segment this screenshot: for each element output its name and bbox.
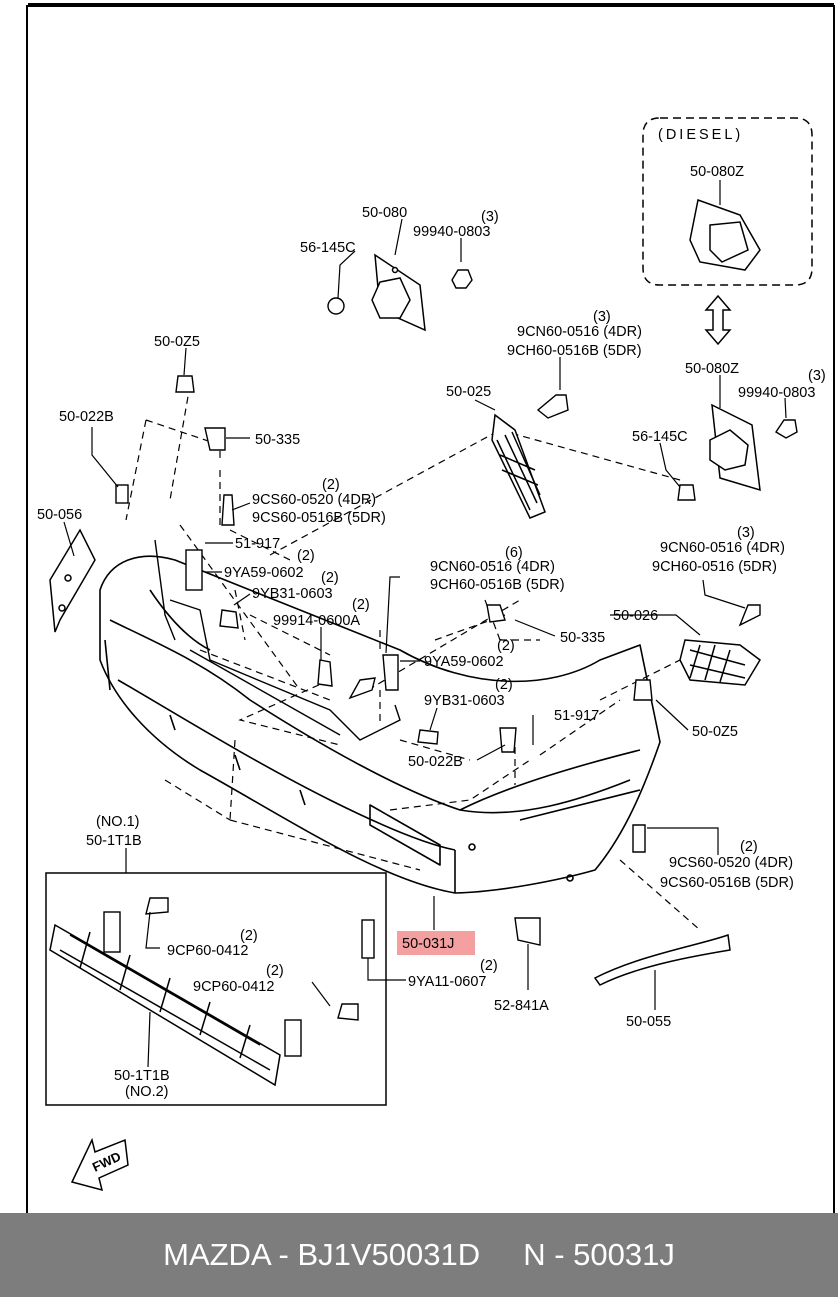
label-qty: (2) [480, 958, 498, 974]
front-bumper [99, 555, 661, 894]
label-part: 99940-0803 [738, 385, 815, 401]
leader-lines [63, 180, 787, 1068]
label-part: 50-335 [560, 630, 605, 646]
label-part: 99940-0803 [413, 224, 490, 240]
label-part: 9CH60-0516B (5DR) [430, 577, 565, 593]
grille-box [45, 872, 387, 1106]
diesel-box [642, 117, 813, 286]
main-part-highlight [397, 931, 475, 955]
label-part: 9CP60-0412 [193, 979, 274, 995]
label-part: 52-841A [494, 998, 549, 1014]
label-qty: (2) [321, 570, 339, 586]
label-part: 50-0Z5 [154, 334, 200, 350]
label-qty: (3) [481, 209, 499, 225]
label-qty: (2) [740, 839, 758, 855]
label-qty: (2) [352, 597, 370, 613]
label-part: 9YA59-0602 [424, 654, 504, 670]
label-part: 50-022B [408, 754, 463, 770]
label-part: 50-025 [446, 384, 491, 400]
label-part: 51-917 [235, 536, 280, 552]
label-part: 9YB31-0603 [252, 586, 333, 602]
label-part: 50-056 [37, 507, 82, 523]
diesel-bracket [689, 199, 761, 271]
fog-grille-left [491, 413, 546, 519]
interchange-arrow [704, 294, 732, 346]
label-part: 9CN60-0516 (4DR) [660, 540, 785, 556]
label-part: 9CS60-0520 (4DR) [252, 492, 376, 508]
label-qty: (6) [505, 545, 523, 561]
label-part: 51-917 [554, 708, 599, 724]
label-part: 9YA59-0602 [224, 565, 304, 581]
side-bracket-left [49, 528, 96, 633]
label-part: 9CP60-0412 [167, 943, 248, 959]
lower-molding [593, 933, 731, 986]
parts-diagram: (DIESEL) 50-080Z 50-080 (3) 99940-0803 5… [26, 3, 835, 1213]
label-part: 9CN60-0516 (4DR) [517, 324, 642, 340]
part-number-footer: MAZDA - BJ1V50031D N - 50031J [0, 1213, 838, 1297]
part-labels: (DIESEL) 50-080Z 50-080 (3) 99940-0803 5… [37, 127, 826, 1175]
label-qty: (2) [495, 677, 513, 693]
label-part: 50-080 [362, 205, 407, 221]
label-part: 50-026 [613, 608, 658, 624]
label-part: 9YA11-0607 [408, 974, 486, 990]
fasteners [103, 269, 798, 1057]
label-diesel: (DIESEL) [658, 127, 743, 143]
label-qty: (2) [497, 638, 515, 654]
label-part: 50-1T1B [86, 833, 142, 849]
label-part: 9YB31-0603 [424, 693, 505, 709]
fog-grille-right [679, 639, 761, 686]
label-part: 9CS60-0516B (5DR) [252, 510, 386, 526]
label-qty: (3) [808, 368, 826, 384]
label-part: 56-145C [300, 240, 356, 256]
label-part: 9CN60-0516 (4DR) [430, 559, 555, 575]
label-part: 50-055 [626, 1014, 671, 1030]
label-qty: (2) [240, 928, 258, 944]
bumper-reinforcement [154, 539, 401, 741]
upper-mount-bracket [371, 253, 426, 332]
label-qty: (NO.1) [96, 814, 140, 830]
label-part: 50-080Z [685, 361, 739, 377]
lower-grille [49, 923, 281, 1087]
label-part: 9CH60-0516B (5DR) [507, 343, 642, 359]
label-main-part: 50-031J [402, 936, 454, 952]
forward-arrow-icon [70, 1137, 129, 1192]
label-qty: (2) [322, 477, 340, 493]
label-qty: (3) [593, 309, 611, 325]
label-qty: (2) [297, 548, 315, 564]
label-part: 9CH60-0516 (5DR) [652, 559, 777, 575]
label-qty: (3) [737, 525, 755, 541]
label-part: 9CS60-0516B (5DR) [660, 875, 794, 891]
label-qty: (NO.2) [125, 1084, 169, 1100]
label-part: 50-1T1B [114, 1068, 170, 1084]
label-qty: (2) [266, 963, 284, 979]
label-part: 56-145C [632, 429, 688, 445]
label-part: 50-335 [255, 432, 300, 448]
label-part: 99914-0600A [273, 613, 360, 629]
label-part: 50-080Z [690, 164, 744, 180]
right-mount-bracket [709, 403, 761, 492]
label-part: 50-022B [59, 409, 114, 425]
label-part: 50-0Z5 [692, 724, 738, 740]
label-part: 9CS60-0520 (4DR) [669, 855, 793, 871]
